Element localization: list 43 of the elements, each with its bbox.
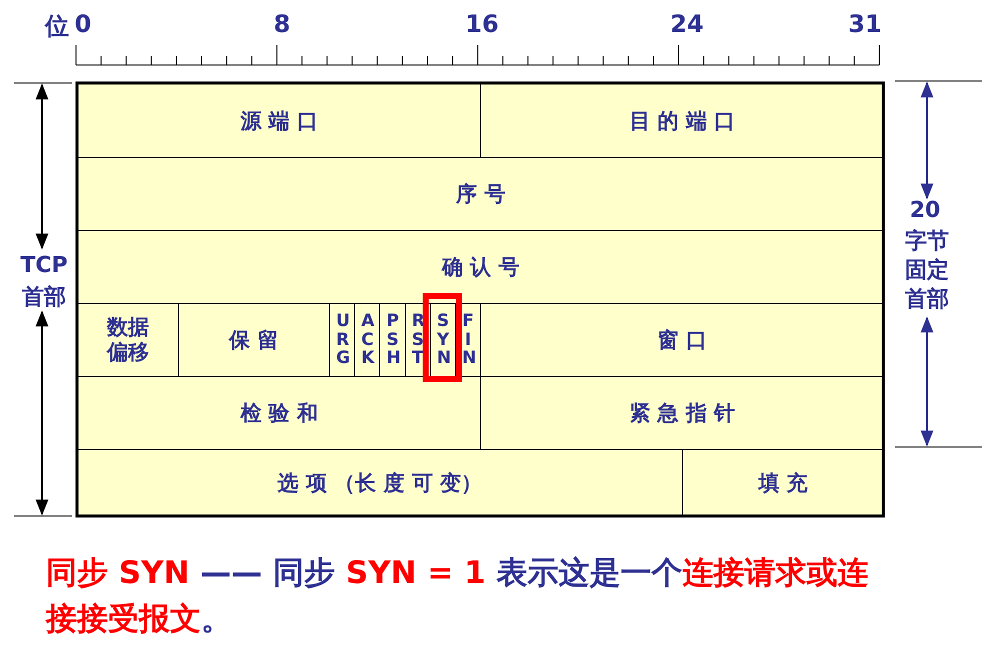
header-field bbox=[77, 230, 884, 304]
header-field bbox=[480, 303, 884, 377]
field-label: 序 号 bbox=[456, 181, 506, 208]
header-field bbox=[77, 376, 482, 450]
field-label: 数据偏移 bbox=[106, 314, 150, 366]
header-field bbox=[77, 157, 884, 231]
field-label: 填 充 bbox=[758, 470, 808, 497]
field-label: URG bbox=[336, 312, 348, 368]
side-label: TCP bbox=[19, 253, 69, 278]
field-label: 窗 口 bbox=[658, 327, 707, 354]
field-label: 保 留 bbox=[229, 327, 279, 354]
header-field bbox=[77, 83, 482, 158]
header-field bbox=[682, 449, 884, 517]
bit-number: 24 bbox=[669, 10, 705, 38]
bit-number: 16 bbox=[464, 10, 500, 38]
field-label: 选 项 （长 度 可 变） bbox=[278, 470, 482, 497]
field-label: RST bbox=[412, 312, 424, 368]
flag-field bbox=[354, 303, 380, 377]
bit-number: 31 bbox=[847, 10, 883, 38]
header-field bbox=[77, 449, 683, 517]
field-label: ACK bbox=[361, 312, 374, 368]
field-label: PSH bbox=[386, 312, 398, 368]
field-label: 目 的 端 口 bbox=[629, 108, 736, 134]
header-field bbox=[178, 303, 330, 377]
field-label: 检 验 和 bbox=[240, 400, 318, 427]
flag-field bbox=[430, 303, 456, 377]
field-label: 确 认 号 bbox=[442, 254, 520, 281]
flag-field bbox=[329, 303, 356, 377]
field-label: FIN bbox=[462, 312, 474, 368]
field-label: 紧 急 指 针 bbox=[629, 400, 736, 427]
bit-number: 8 bbox=[272, 10, 292, 38]
bit-number: 位 bbox=[43, 11, 70, 42]
side-label: 字节固定首部 bbox=[904, 228, 950, 314]
header-field bbox=[480, 376, 884, 450]
bit-number: 0 bbox=[74, 10, 92, 38]
side-label: 首部 bbox=[21, 284, 67, 312]
header-field bbox=[77, 303, 179, 377]
field-label: 源 端 口 bbox=[240, 108, 318, 134]
flag-field bbox=[379, 303, 406, 377]
header-field bbox=[480, 83, 884, 158]
caption: 同步 SYN —— 同步 SYN = 1 表示这是一个连接请求或连接接受报文。 bbox=[46, 554, 870, 639]
side-label: 20 bbox=[908, 198, 942, 223]
field-label: SYN bbox=[436, 312, 449, 368]
